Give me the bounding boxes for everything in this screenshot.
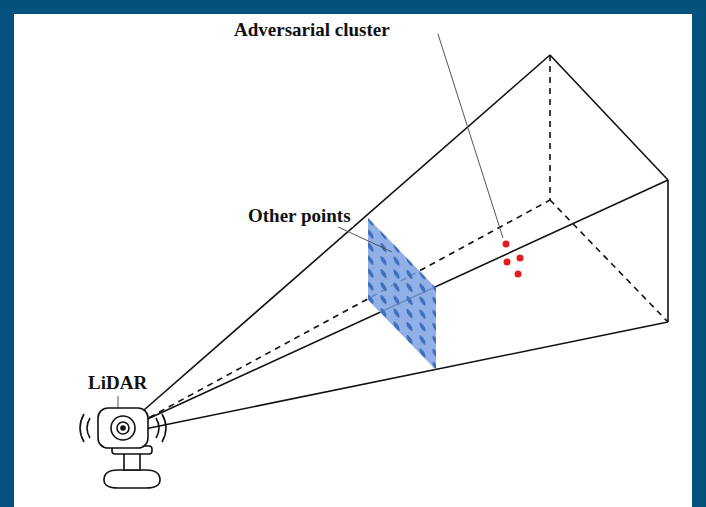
point-plane (368, 218, 436, 370)
plane-dots (368, 218, 436, 370)
lidar-label: LiDAR (86, 373, 149, 394)
lidar-device (80, 408, 166, 488)
frame-top (0, 0, 706, 14)
view-frustum (128, 55, 668, 432)
frame-left (0, 0, 14, 507)
frame-right (692, 0, 706, 507)
adversarial-dots (503, 241, 524, 278)
points-label: Other points (246, 206, 353, 227)
leader-lines (118, 34, 503, 410)
cluster-label: Adversarial cluster (232, 20, 392, 41)
